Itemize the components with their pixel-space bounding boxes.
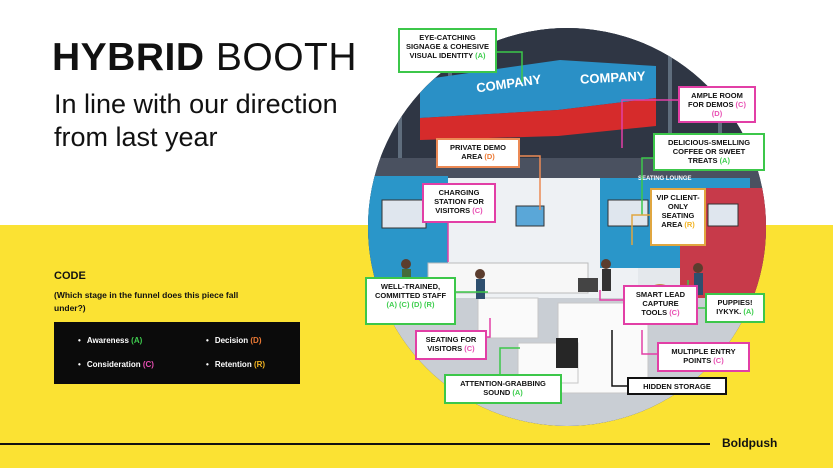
callout-entry-points-tags: (C) (713, 356, 724, 365)
callout-vip: VIP CLIENT-ONLY SEATING AREA (R) (650, 188, 706, 246)
legend-retention-label: Retention (214, 360, 252, 369)
legend-consideration-tag: (C) (142, 360, 154, 369)
callout-coffee-tags: (A) (719, 156, 730, 165)
callout-private-demo-text: PRIVATE DEMO AREA (450, 143, 506, 161)
legend-consideration: Consideration (C) (78, 360, 154, 369)
callout-sound-tags: (A) (512, 388, 523, 397)
callout-signage: EYE-CATCHING SIGNAGE & COHESIVE VISUAL I… (398, 28, 497, 73)
subtitle: In line with our direction from last yea… (54, 89, 338, 152)
code-heading: CODE (54, 270, 86, 282)
callout-signage-text: EYE-CATCHING SIGNAGE & COHESIVE VISUAL I… (406, 33, 489, 60)
callout-storage-text: HIDDEN STORAGE (643, 382, 711, 391)
callout-demo-room: AMPLE ROOM FOR DEMOS (C) (D) (678, 86, 756, 123)
callout-puppies: PUPPIES! IYKYK. (A) (705, 293, 765, 323)
legend-awareness-tag: (A) (131, 336, 143, 345)
legend-retention: Retention (R) (206, 360, 265, 369)
callout-charging-text: CHARGING STATION FOR VISITORS (434, 188, 484, 215)
footer-rule (0, 443, 710, 445)
callout-coffee-text: DELICIOUS-SMELLING COFFEE OR SWEET TREAT… (667, 138, 751, 165)
callout-puppies-tags: (A) (743, 307, 754, 316)
callout-charging: CHARGING STATION FOR VISITORS (C) (422, 183, 496, 223)
callout-staff-tags: (A) (C) (D) (R) (386, 300, 435, 309)
callout-sound: ATTENTION-GRABBING SOUND (A) (444, 374, 562, 404)
funnel-legend: Awareness (A) Consideration (C) Decision… (54, 322, 300, 384)
callout-demo-room-tags: (C) (D) (711, 100, 746, 118)
title-bold: HYBRID (52, 36, 205, 79)
callout-visitor-seating-tags: (C) (464, 344, 475, 353)
callout-private-demo-tags: (D) (484, 152, 495, 161)
legend-decision: Decision (D) (206, 336, 262, 345)
code-question: (Which stage in the funnel does this pie… (54, 290, 239, 313)
legend-decision-label: Decision (214, 336, 249, 345)
callout-lead-capture-text: SMART LEAD CAPTURE TOOLS (635, 290, 686, 317)
legend-awareness: Awareness (A) (78, 336, 142, 345)
legend-retention-tag: (R) (253, 360, 266, 369)
callout-vip-tags: (R) (684, 220, 695, 229)
callout-demo-room-text: AMPLE ROOM FOR DEMOS (688, 91, 743, 109)
callout-staff-text: WELL-TRAINED, COMMITTED STAFF (374, 282, 447, 300)
callout-lead-capture-tags: (C) (669, 308, 680, 317)
page-title: HYBRID BOOTH (52, 36, 357, 80)
callout-lead-capture: SMART LEAD CAPTURE TOOLS (C) (623, 285, 698, 325)
callout-sound-text: ATTENTION-GRABBING SOUND (460, 379, 546, 397)
brand-logo: Boldpush (722, 436, 778, 450)
callout-visitor-seating-text: SEATING FOR VISITORS (425, 335, 477, 353)
callout-puppies-text: PUPPIES! IYKYK. (716, 298, 753, 316)
callout-visitor-seating: SEATING FOR VISITORS (C) (415, 330, 487, 360)
booth-lounge-text: SEATING LOUNGE (638, 176, 692, 182)
callout-staff: WELL-TRAINED, COMMITTED STAFF (A) (C) (D… (365, 277, 456, 325)
title-rest: BOOTH (204, 36, 358, 79)
callout-signage-tags: (A) (475, 51, 486, 60)
callout-private-demo: PRIVATE DEMO AREA (D) (436, 138, 520, 168)
callout-vip-text: VIP CLIENT-ONLY SEATING AREA (656, 193, 700, 229)
callout-entry-points-text: MULTIPLE ENTRY POINTS (671, 347, 736, 365)
callout-entry-points: MULTIPLE ENTRY POINTS (C) (657, 342, 750, 372)
legend-awareness-label: Awareness (86, 336, 129, 345)
callout-charging-tags: (C) (472, 206, 483, 215)
legend-decision-tag: (D) (250, 336, 262, 345)
legend-consideration-label: Consideration (86, 360, 141, 369)
callout-storage: HIDDEN STORAGE (627, 377, 727, 395)
callout-coffee: DELICIOUS-SMELLING COFFEE OR SWEET TREAT… (653, 133, 765, 171)
